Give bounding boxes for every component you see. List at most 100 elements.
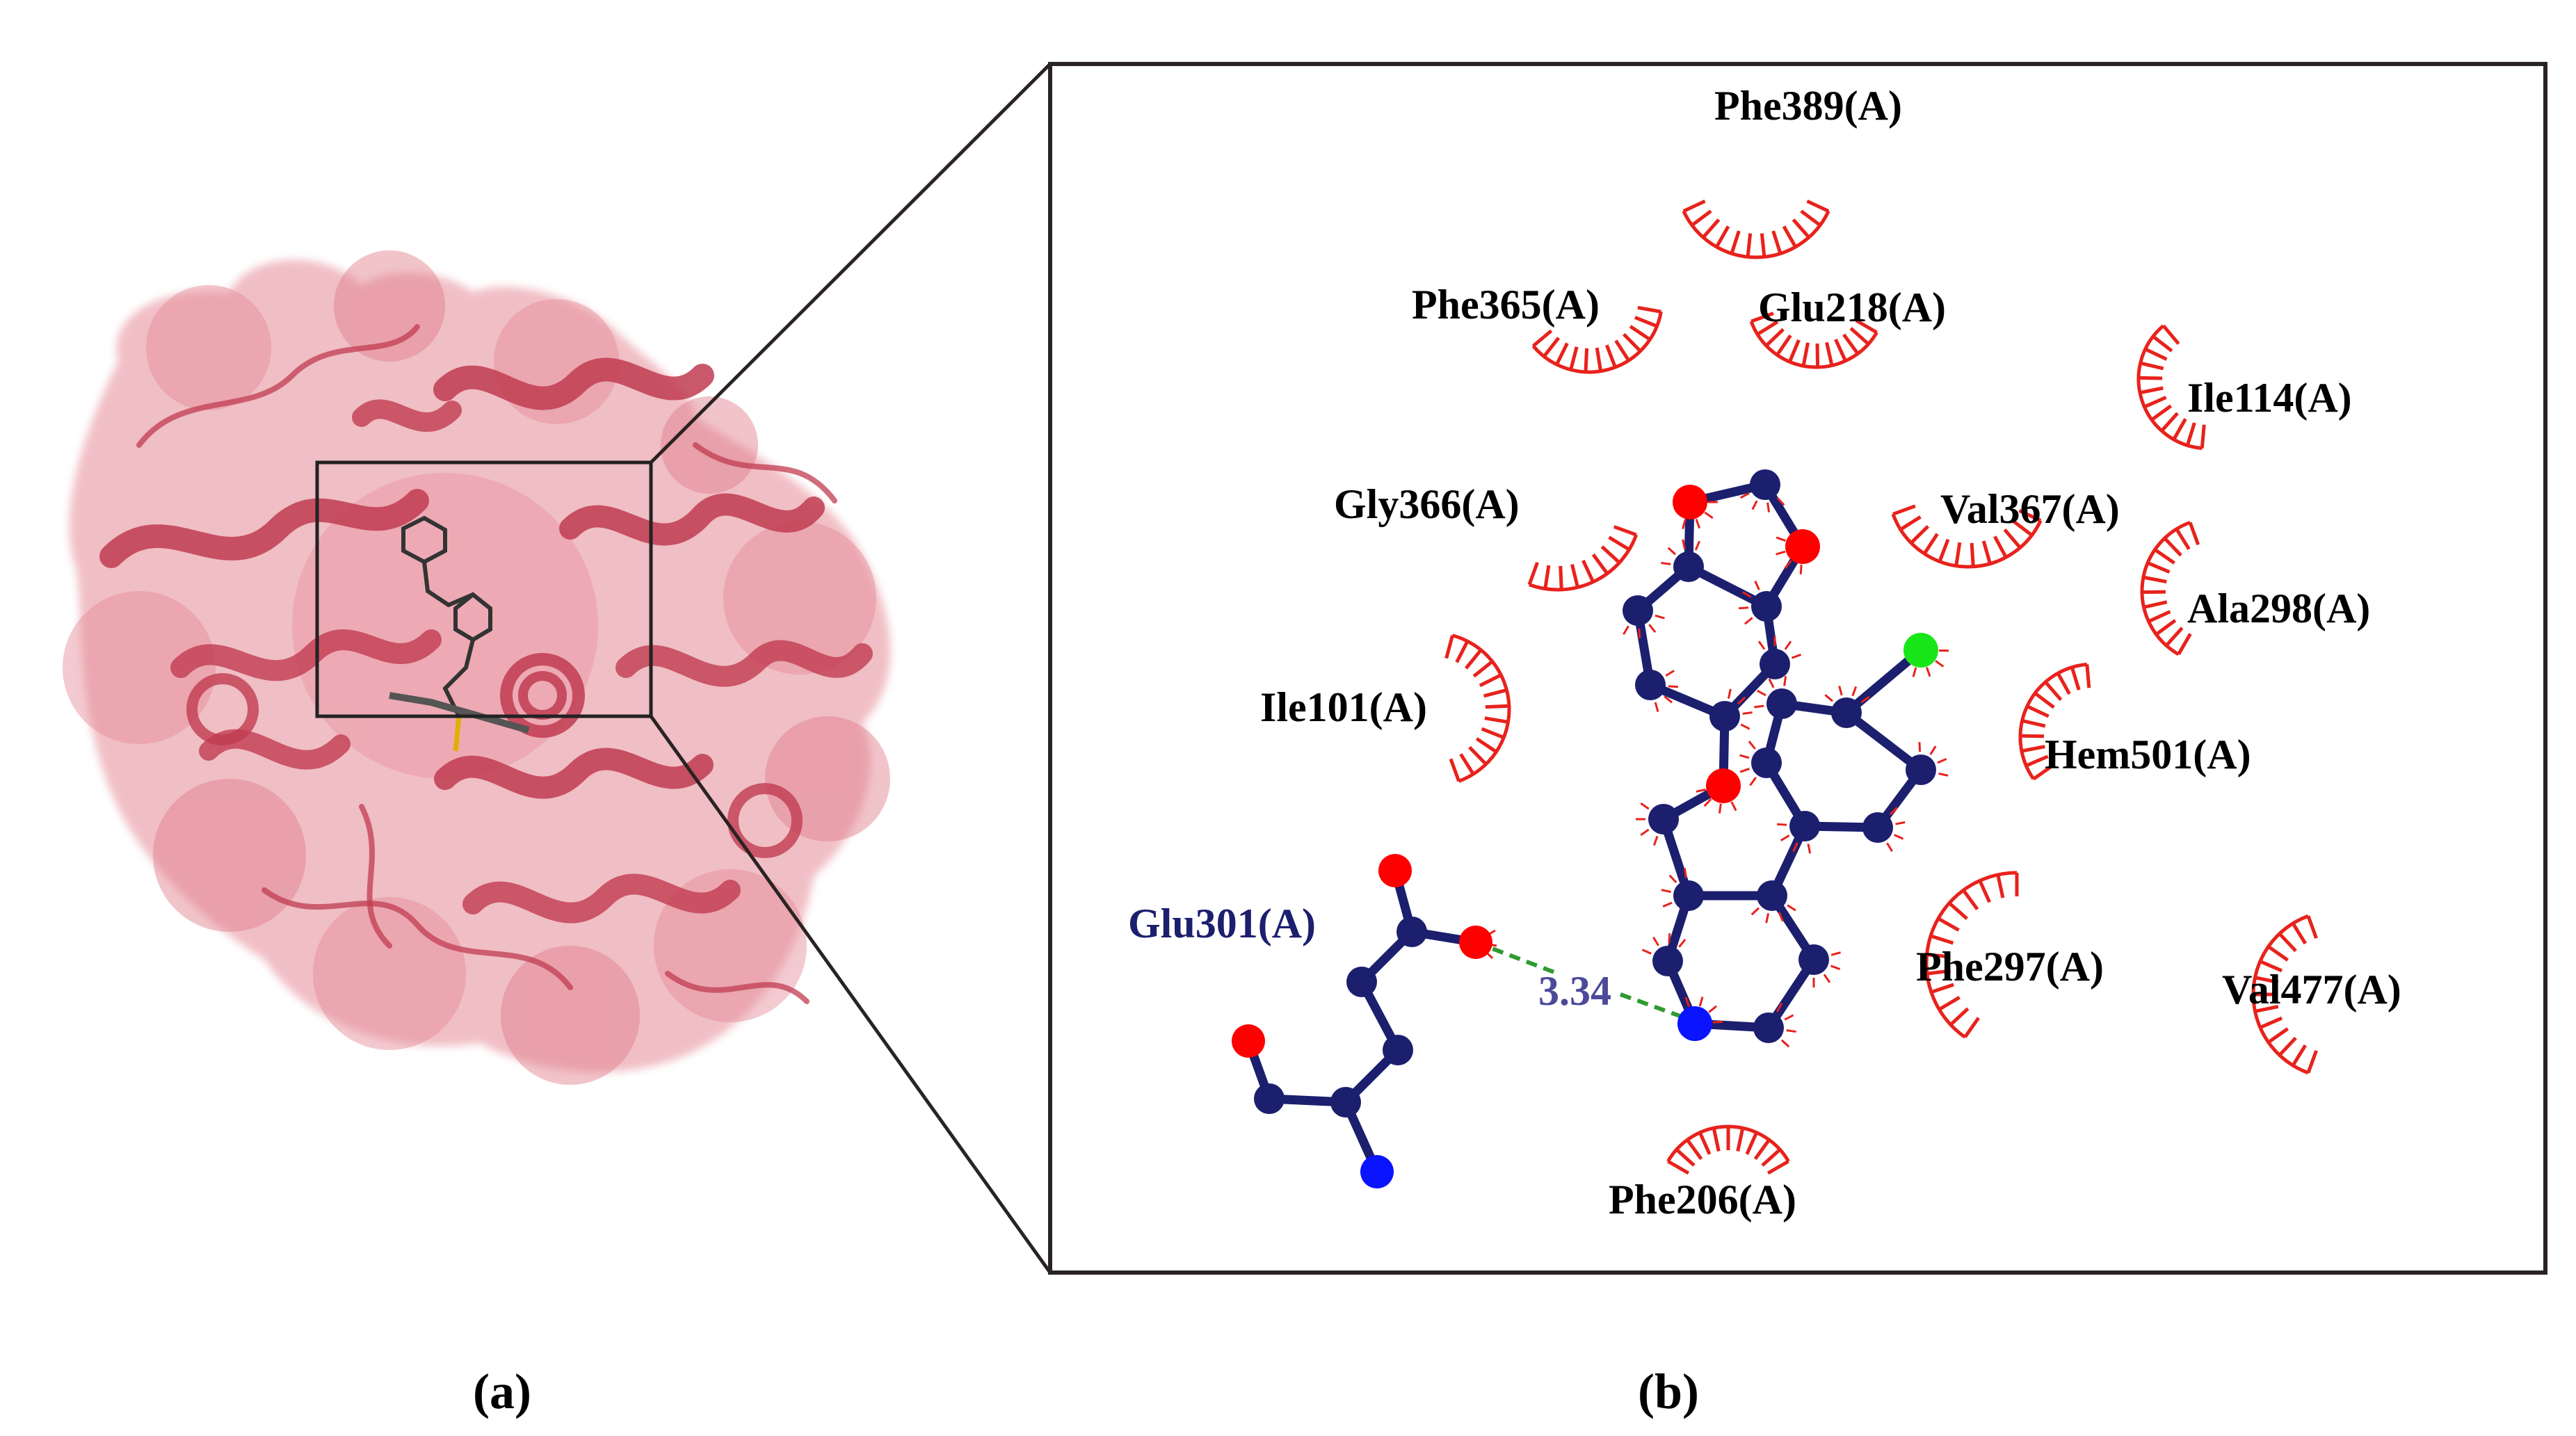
atom-c xyxy=(1396,917,1427,947)
hydrophobic-arc-gly366 xyxy=(1527,525,1639,592)
atom-c xyxy=(1346,967,1377,997)
ligand-atom-c xyxy=(1789,811,1820,841)
zoom-box xyxy=(315,460,653,718)
ligand-atom-c xyxy=(1862,812,1893,843)
atom-c xyxy=(1383,1035,1413,1065)
contact-tick xyxy=(1895,821,1906,825)
contact-tick xyxy=(1776,536,1786,542)
residue-label-gly366: Gly366(A) xyxy=(1334,481,1520,527)
hydrophobic-arc-hem501 xyxy=(2018,662,2091,781)
contact-tick xyxy=(1935,660,1945,668)
ligand-atom-c xyxy=(1635,670,1666,700)
contact-tick xyxy=(1791,653,1802,659)
ligand-atom-c xyxy=(1623,595,1653,626)
contact-tick xyxy=(1741,591,1752,598)
contact-tick xyxy=(1655,614,1665,620)
contact-tick xyxy=(1926,667,1931,677)
contact-tick xyxy=(1648,624,1657,634)
contact-tick xyxy=(1784,640,1792,650)
ligand-atom-c xyxy=(1673,880,1704,911)
hydrophobic-arc-phe206 xyxy=(1666,1124,1790,1175)
glu301-label: Glu301(A) xyxy=(1128,901,1316,946)
contact-tick xyxy=(1937,757,1947,764)
contact-tick xyxy=(1704,511,1714,519)
hydrophobic-arc-ala298 xyxy=(2140,520,2200,656)
contact-tick xyxy=(1929,745,1937,755)
ligand-stick-small xyxy=(389,515,530,752)
residue-label-phe297: Phe297(A) xyxy=(1916,944,2104,990)
contact-tick xyxy=(1696,788,1706,793)
contact-tick xyxy=(1765,913,1770,923)
contact-tick xyxy=(1684,997,1690,1007)
ligand-atom-c xyxy=(1673,551,1704,582)
atom-o xyxy=(1459,926,1492,959)
ligand-atom-o xyxy=(1785,529,1820,564)
hydrogen-bond: 3.34 xyxy=(1474,940,1693,1022)
atom-c xyxy=(1254,1083,1285,1114)
contact-tick xyxy=(1787,904,1796,912)
residue-label-ile114: Ile114(A) xyxy=(2187,375,2352,421)
contact-tick xyxy=(1698,997,1704,1007)
contact-tick xyxy=(1807,844,1812,854)
ligand-atom-c xyxy=(1648,804,1679,834)
contact-tick xyxy=(1739,768,1750,773)
contact-tick xyxy=(1742,711,1753,715)
contact-tick xyxy=(1823,974,1831,983)
contact-tick xyxy=(1889,807,1898,816)
contact-tick xyxy=(1792,842,1798,853)
contact-tick xyxy=(1838,685,1843,696)
ligand-atom-cl xyxy=(1903,633,1938,668)
ligand-atom-o xyxy=(1673,485,1707,519)
contact-tick xyxy=(1739,754,1750,759)
hydrophobic-arc-ile101 xyxy=(1444,634,1511,783)
panel-a-protein-structure xyxy=(63,250,891,1085)
contact-tick xyxy=(1730,801,1737,812)
ligand-atom-c xyxy=(1760,649,1790,679)
contact-tick xyxy=(1749,777,1757,786)
hydrophobic-arc-glu218 xyxy=(1749,312,1878,369)
contact-tick xyxy=(1667,547,1677,556)
contact-tick xyxy=(1668,933,1671,944)
contact-tick xyxy=(1661,561,1671,565)
contact-tick xyxy=(1640,828,1650,837)
hydrophobic-arc-ile114 xyxy=(2136,324,2206,451)
hbond-line-1 xyxy=(1474,940,1559,976)
contact-tick xyxy=(1780,834,1790,841)
contact-tick xyxy=(1665,670,1675,677)
contact-tick xyxy=(1938,772,1949,777)
contact-tick xyxy=(1623,625,1629,636)
ligand-atom-c xyxy=(1652,946,1683,976)
panel-b-label: (b) xyxy=(1638,1364,1699,1419)
contact-tick xyxy=(1703,798,1712,807)
ligand-atom-o xyxy=(1706,768,1741,803)
contact-tick xyxy=(1776,497,1785,506)
contact-tick xyxy=(1654,702,1659,712)
contact-tick xyxy=(1894,834,1904,840)
ligand-atom-n xyxy=(1677,1006,1712,1041)
residue-label-ile101: Ile101(A) xyxy=(1260,684,1427,730)
contact-tick xyxy=(1776,550,1786,556)
atom-o xyxy=(1232,1024,1265,1058)
contact-tick xyxy=(1768,678,1775,688)
contact-tick xyxy=(1662,901,1673,908)
contact-tick xyxy=(1786,1029,1796,1033)
contact-tick xyxy=(1748,740,1756,750)
contact-tick xyxy=(1661,889,1671,894)
residue-label-val367: Val367(A) xyxy=(1940,486,2120,532)
contact-tick xyxy=(1851,686,1858,697)
ligand-atom-c xyxy=(1798,944,1829,975)
contact-tick xyxy=(1824,694,1834,702)
ligand-atom-c xyxy=(1906,755,1936,785)
contact-tick xyxy=(1776,823,1787,826)
contact-tick xyxy=(1695,518,1701,529)
contact-tick xyxy=(1652,835,1659,846)
contact-tick xyxy=(1830,965,1841,971)
contact-tick xyxy=(1668,874,1677,884)
protein-cartoon xyxy=(99,324,873,1004)
ligand-atom-c xyxy=(1757,880,1787,911)
hydrophobic-arc-phe389 xyxy=(1682,199,1830,259)
diagram-frame xyxy=(1048,62,2547,1275)
contact-tick xyxy=(1638,628,1641,639)
contact-tick xyxy=(1886,842,1893,853)
